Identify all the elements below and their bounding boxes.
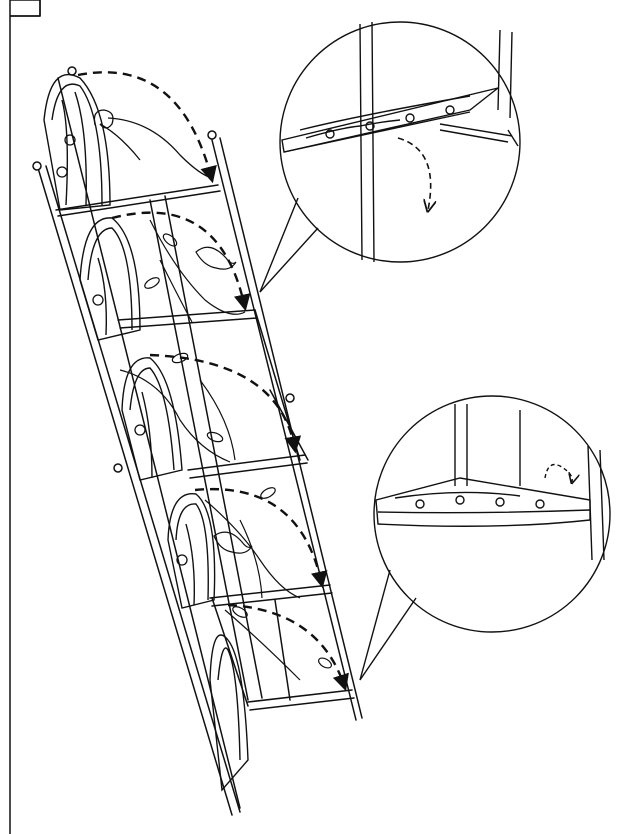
- fold-arrows: [77, 71, 349, 692]
- callout-top-arrow: [397, 137, 431, 210]
- callout-bottom: [359, 395, 611, 681]
- callout-bottom-arrow: [544, 463, 572, 483]
- page-frame: [9, 0, 41, 834]
- scroll-decoration: [56, 109, 213, 566]
- arched-panels: [43, 73, 249, 792]
- callout-top: [259, 21, 521, 293]
- branch-motif: [119, 219, 332, 681]
- rack-frame: [32, 66, 363, 816]
